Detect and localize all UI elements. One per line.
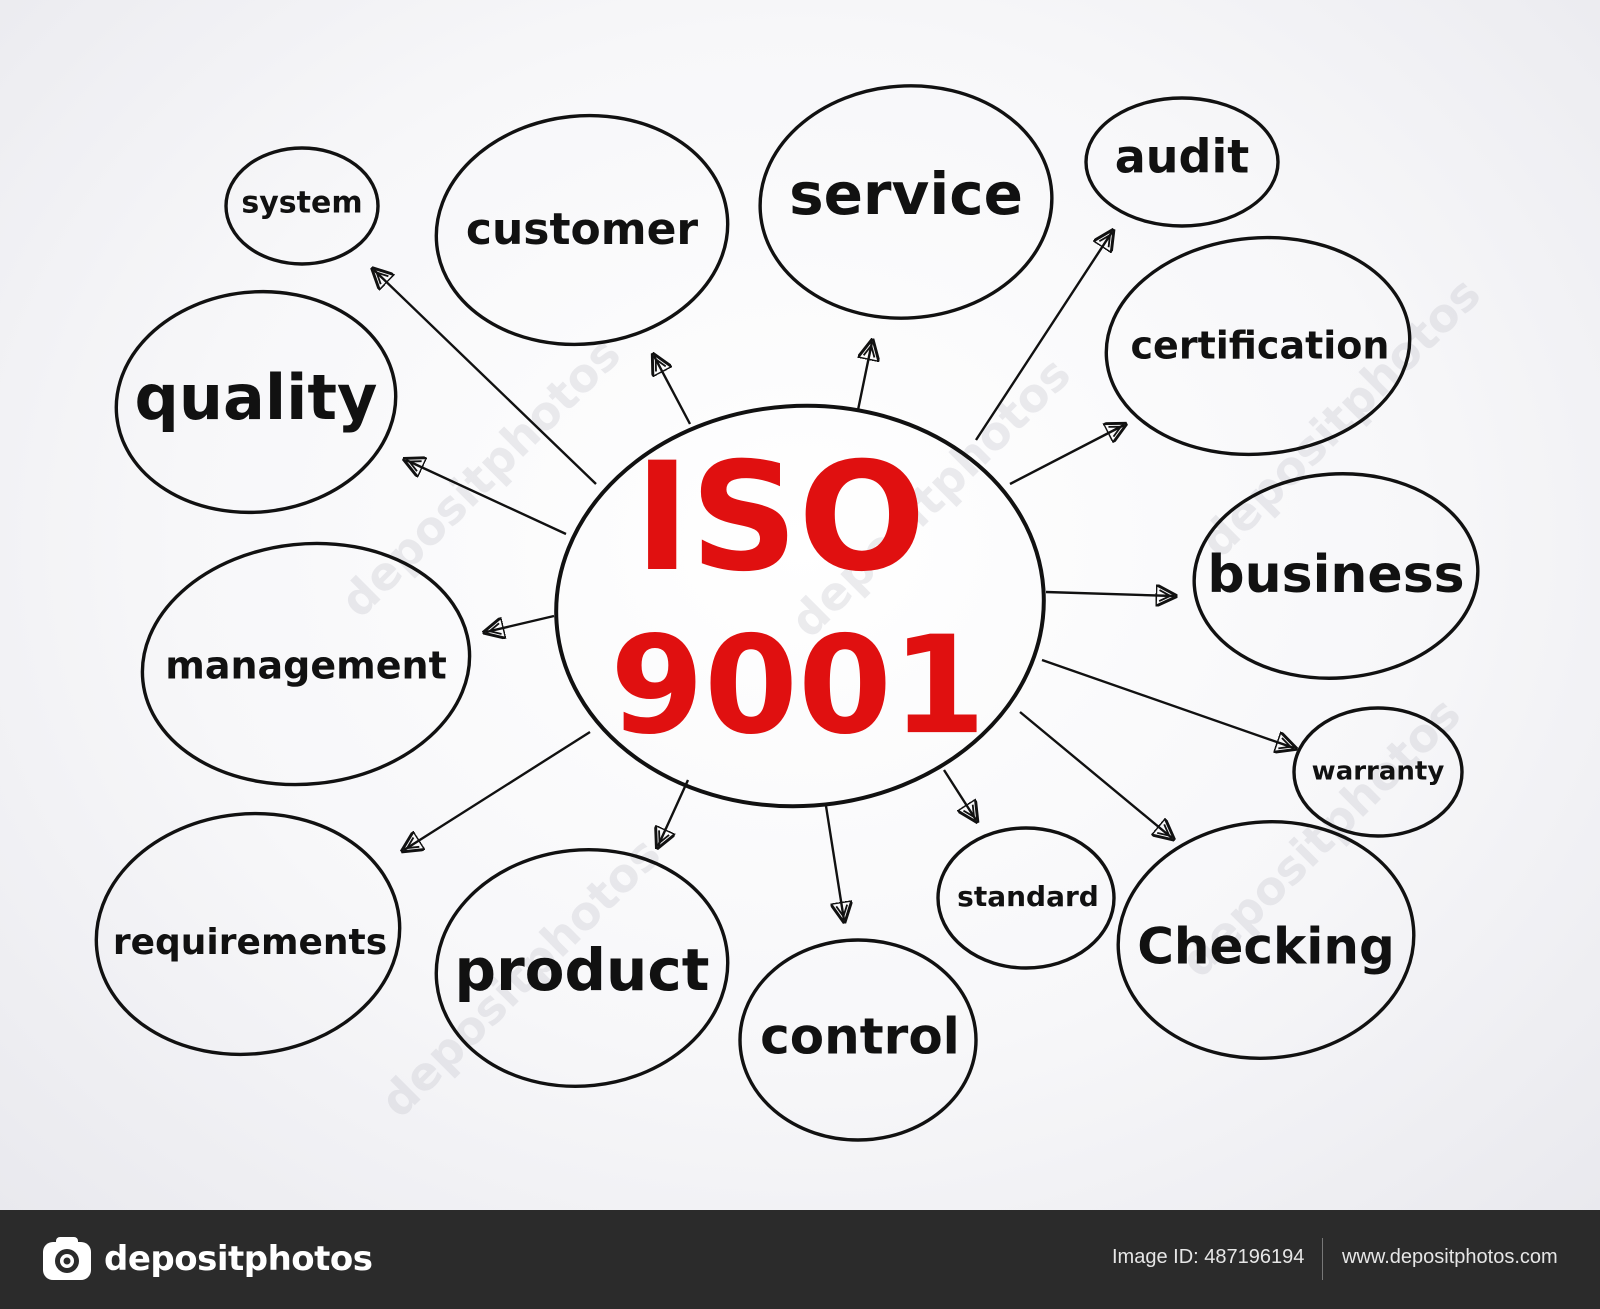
footer-bar: depositphotos Image ID: 487196194 www.de… [0,1210,1600,1309]
arrow-to-warranty [1041,658,1294,748]
brand-name: depositphotos [104,1239,373,1279]
center-title-iso: ISO [634,431,925,605]
node-customer-ellipse [434,113,730,347]
node-quality: quality [114,289,398,515]
arrow-to-customer [654,356,692,425]
center-node: ISO 9001 [554,403,1046,809]
node-system: system [224,146,380,266]
node-standard: standard [936,826,1116,970]
node-business: business [1192,472,1480,680]
arrow-to-standard [942,769,976,820]
node-certification-label: certification [1131,324,1390,368]
node-product-label: product [455,936,710,1004]
node-audit: audit [1084,96,1280,228]
node-service-ellipse [758,84,1054,320]
arrow-to-management [486,614,555,632]
node-product-ellipse [434,847,730,1089]
node-requirements: requirements [94,811,402,1057]
node-control-label: control [760,1008,960,1066]
node-quality-label: quality [135,361,378,434]
node-warranty: warranty [1292,706,1464,838]
node-control-ellipse [738,938,978,1142]
arrow-to-checking [1019,711,1172,838]
background [0,0,1600,1210]
camera-logo-icon [40,1232,94,1286]
arrow-to-system [374,270,597,485]
node-checking-label: Checking [1137,918,1395,976]
node-product: product [434,847,730,1089]
site-url-link[interactable]: www.depositphotos.com [1342,1246,1558,1268]
node-warranty-ellipse [1292,706,1464,838]
node-requirements-ellipse [94,811,402,1057]
node-warranty-label: warranty [1312,757,1445,787]
node-quality-ellipse [114,289,398,515]
node-audit-ellipse [1084,96,1280,228]
brand-logo[interactable]: depositphotos [40,1232,373,1286]
arrow-to-product [658,779,690,846]
center-ellipse [554,403,1046,809]
node-system-ellipse [224,146,380,266]
arrow-to-audit [974,232,1112,441]
arrow-to-service [856,342,872,411]
node-certification: certification [1104,235,1412,457]
node-standard-ellipse [936,826,1116,970]
node-business-label: business [1207,545,1464,605]
image-id-text: Image ID: 487196194 [1112,1246,1305,1268]
node-control: control [738,938,978,1142]
node-standard-label: standard [957,880,1099,913]
node-checking: Checking [1116,820,1416,1060]
node-service-label: service [789,160,1023,228]
node-customer: customer [434,113,730,347]
connector-arrows [374,232,1294,920]
arrow-to-certification [1009,425,1124,486]
node-management-label: management [165,644,447,688]
arrow-to-quality [406,460,567,536]
node-system-label: system [241,186,362,221]
arrow-to-requirements [404,730,591,850]
node-checking-ellipse [1116,820,1416,1060]
watermark-text-3: depositphotos [1190,267,1491,568]
node-requirements-label: requirements [113,922,387,963]
node-business-ellipse [1192,472,1480,680]
node-customer-label: customer [466,204,699,255]
outer-nodes: system customer service audit certificat… [94,84,1480,1142]
arrow-to-business [1045,592,1174,596]
node-management: management [140,541,472,787]
footer-divider [1322,1238,1323,1280]
node-service: service [758,84,1054,320]
arrow-to-control [824,805,844,920]
mind-map-diagram: depositphotos depositphotos depositphoto… [94,84,1491,1142]
center-title-number: 9001 [610,607,986,764]
node-management-ellipse [140,541,472,787]
node-certification-ellipse [1104,235,1412,457]
node-audit-label: audit [1115,130,1249,184]
